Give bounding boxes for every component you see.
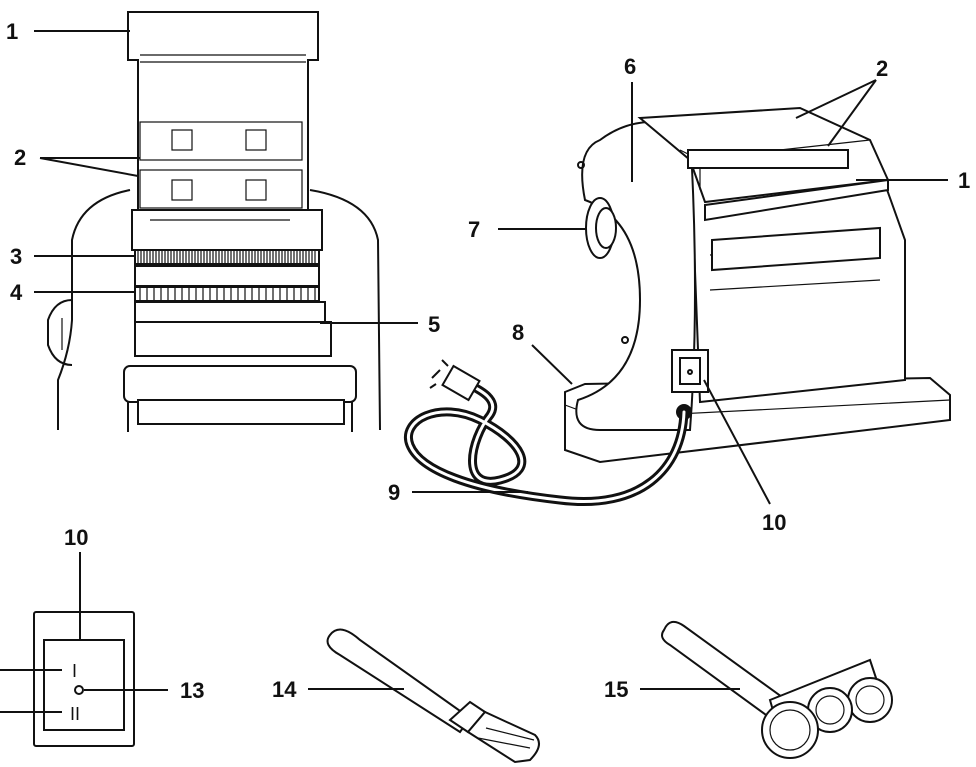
brush-accessory: 14 [272, 628, 540, 764]
label-7-side: 7 [468, 217, 480, 242]
front-view-labels: 1 2 3 4 5 [6, 19, 440, 337]
label-2-front: 2 [14, 145, 26, 170]
knob-side [47, 299, 73, 366]
plug [441, 364, 481, 402]
side-view-leaders [412, 79, 948, 505]
label-10-side: 10 [762, 510, 786, 535]
ravioli-cutter-accessory: 15 [604, 620, 893, 759]
label-10-detail: 10 [64, 525, 88, 550]
brush-bristles [466, 710, 540, 764]
switch-rocker [43, 639, 125, 731]
label-4-front: 4 [10, 280, 23, 305]
switch-pos-zero-icon [74, 685, 84, 695]
front-view-leaders [34, 30, 418, 324]
label-2-side: 2 [876, 56, 888, 81]
label-5-front: 5 [428, 312, 440, 337]
open-lid [127, 11, 319, 211]
label-1-side: 1 [958, 168, 970, 193]
front-view-machine [47, 11, 381, 432]
label-14: 14 [272, 677, 297, 702]
switch-pos-one: I [72, 661, 77, 681]
cutter-wide [134, 286, 320, 302]
smooth-roller [134, 321, 332, 357]
label-3-front: 3 [10, 244, 22, 269]
side-view-labels: 6 2 1 7 8 9 10 [388, 54, 970, 535]
switch-pos-two: II [70, 704, 80, 724]
label-1-front: 1 [6, 19, 18, 44]
label-6-side: 6 [624, 54, 636, 79]
label-13-detail: 13 [180, 678, 204, 703]
cutter-wheel-back [847, 677, 893, 723]
switch-detail: I II 10 13 [0, 525, 204, 747]
side-view-machine [564, 106, 951, 464]
label-15: 15 [604, 677, 628, 702]
brush-handle [326, 628, 472, 734]
label-9-side: 9 [388, 480, 400, 505]
power-cord [404, 359, 689, 506]
label-8-side: 8 [512, 320, 524, 345]
